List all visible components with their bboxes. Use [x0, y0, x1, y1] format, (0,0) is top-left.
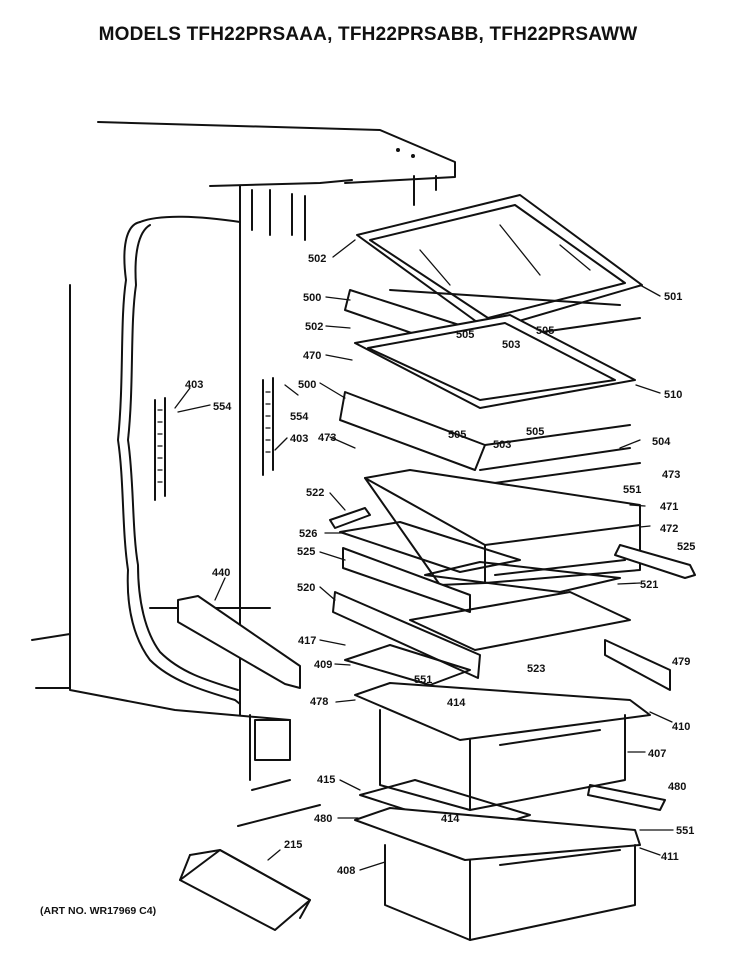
- label-473: 473: [662, 469, 680, 481]
- shelf-510: [354, 314, 636, 409]
- label-551: 551: [623, 484, 641, 496]
- label-554: 554: [213, 401, 232, 413]
- label-551: 551: [676, 825, 694, 837]
- label-480: 480: [668, 781, 686, 793]
- label-504: 504: [652, 436, 671, 448]
- label-472: 472: [660, 523, 678, 535]
- label-505: 505: [526, 426, 544, 438]
- label-510: 510: [664, 389, 682, 401]
- label-522: 522: [306, 487, 324, 499]
- label-526: 526: [299, 528, 317, 540]
- label-500: 500: [303, 292, 321, 304]
- label-503: 503: [493, 439, 511, 451]
- label-415: 415: [317, 774, 335, 786]
- label-473: 473: [318, 432, 336, 444]
- rails: [329, 507, 696, 811]
- part-labels: 502 501 500 505 505 502 503 470 510 403 …: [185, 253, 695, 877]
- shelf-frame-500-lower: [339, 391, 641, 486]
- label-520: 520: [297, 582, 315, 594]
- drawer-471: [364, 469, 641, 586]
- label-479: 479: [672, 656, 690, 668]
- label-408: 408: [337, 865, 355, 877]
- label-551: 551: [414, 674, 432, 686]
- label-480: 480: [314, 813, 332, 825]
- art-number: (ART NO. WR17969 C4): [40, 905, 157, 917]
- label-503: 503: [502, 339, 520, 351]
- drawer-408: [354, 807, 641, 941]
- label-471: 471: [660, 501, 678, 513]
- label-505: 505: [536, 325, 554, 337]
- label-505: 505: [456, 329, 474, 341]
- label-411: 411: [661, 851, 679, 863]
- label-410: 410: [672, 721, 690, 733]
- label-521: 521: [640, 579, 658, 591]
- label-403: 403: [290, 433, 308, 445]
- label-470: 470: [303, 350, 321, 362]
- label-502: 502: [305, 321, 323, 333]
- label-500: 500: [298, 379, 316, 391]
- shelf-ladder-right: [262, 377, 274, 476]
- label-505: 505: [448, 429, 466, 441]
- label-502: 502: [308, 253, 326, 265]
- shelf-ladder-left: [154, 397, 166, 501]
- trim-440: [177, 595, 301, 689]
- frame-520: [332, 547, 631, 679]
- label-440: 440: [212, 567, 230, 579]
- shelf-501: [356, 194, 643, 331]
- label-525: 525: [297, 546, 315, 558]
- drawer-407: [354, 682, 651, 811]
- label-414: 414: [447, 697, 466, 709]
- label-523: 523: [527, 663, 545, 675]
- label-414: 414: [441, 813, 460, 825]
- glass-521: [339, 521, 621, 593]
- bin-215: [179, 849, 311, 931]
- label-417: 417: [298, 635, 316, 647]
- leader-lines: [174, 239, 674, 871]
- label-525: 525: [677, 541, 695, 553]
- label-409: 409: [314, 659, 332, 671]
- page-title: MODELS TFH22PRSAAA, TFH22PRSABB, TFH22PR…: [98, 24, 638, 45]
- glass-409: [344, 644, 471, 686]
- label-215: 215: [284, 839, 302, 851]
- label-501: 501: [664, 291, 682, 303]
- label-407: 407: [648, 748, 666, 760]
- label-403: 403: [185, 379, 203, 391]
- label-554: 554: [290, 411, 309, 423]
- label-478: 478: [310, 696, 328, 708]
